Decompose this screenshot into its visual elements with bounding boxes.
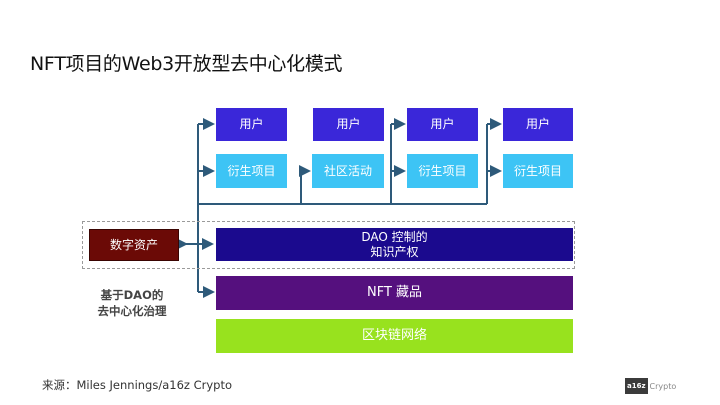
nft-collection-box: NFT 藏品 <box>216 276 573 310</box>
a16z-logo: a16z Crypto <box>625 375 676 397</box>
digital-asset-box: 数字资产 <box>89 229 179 261</box>
user-box-2: 用户 <box>313 108 384 141</box>
derivative-box-4: 衍生项目 <box>503 154 573 188</box>
blockchain-box: 区块链网络 <box>216 319 573 353</box>
page-title: NFT项目的Web3开放型去中心化模式 <box>30 53 343 75</box>
governance-label: 基于DAO的 去中心化治理 <box>78 288 186 319</box>
governance-line2: 去中心化治理 <box>97 303 167 318</box>
user-box-1: 用户 <box>216 108 287 141</box>
derivative-box-3: 衍生项目 <box>407 154 478 188</box>
dashed-group-outline <box>82 221 575 269</box>
user-box-4: 用户 <box>503 108 573 141</box>
governance-line1: 基于DAO的 <box>100 288 164 302</box>
dao-ip-box: DAO 控制的 知识产权 <box>216 228 573 261</box>
logo-mark: a16z <box>625 378 648 394</box>
dao-ip-line2: 知识产权 <box>370 244 419 259</box>
user-box-3: 用户 <box>407 108 478 141</box>
dao-ip-line1: DAO 控制的 <box>361 230 428 245</box>
derivative-box-1: 衍生项目 <box>216 154 287 188</box>
community-box: 社区活动 <box>312 154 384 188</box>
logo-word: Crypto <box>649 381 677 391</box>
source-note: 来源：Miles Jennings/a16z Crypto <box>42 378 233 392</box>
